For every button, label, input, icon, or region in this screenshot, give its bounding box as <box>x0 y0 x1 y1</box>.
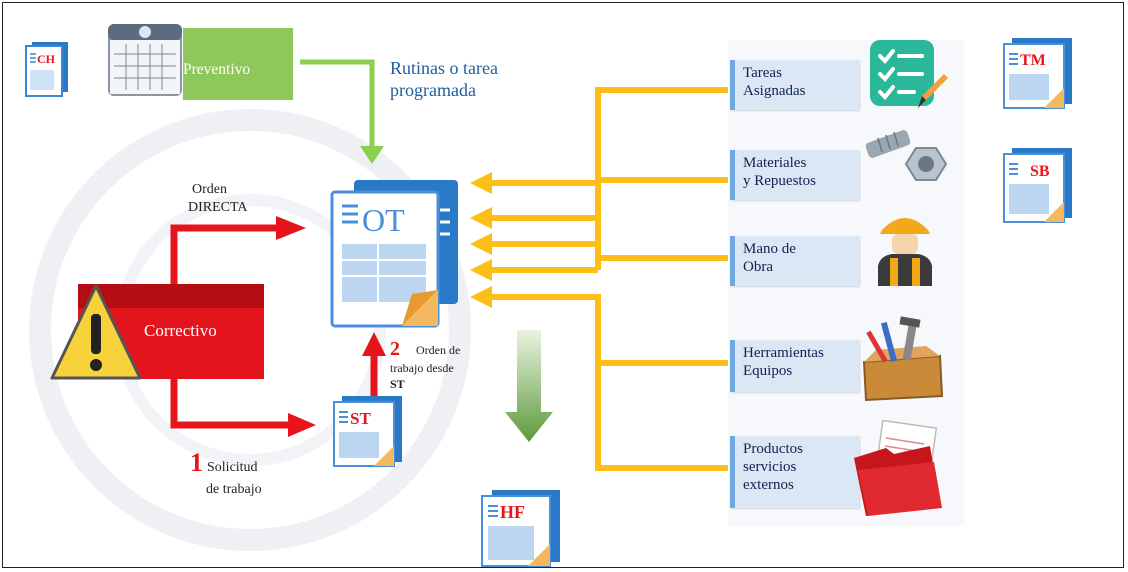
hf-document-icon: HF <box>481 490 560 567</box>
step1-line1: Solicitud <box>207 460 258 475</box>
rutinas-label: Rutinas o tarea programada <box>390 57 498 101</box>
orden-directa-line1: Orden <box>192 182 227 197</box>
ot-document-icon: OT <box>330 180 458 328</box>
ot-to-hf-arrow <box>505 330 553 442</box>
solicitud-arrow <box>170 366 290 429</box>
tm-document-icon: TM <box>1003 38 1072 109</box>
step2-number: 2 <box>390 338 400 360</box>
st-document-icon: ST <box>333 396 402 467</box>
step2-line3: ST <box>390 377 405 391</box>
ch-doc-label: CH <box>37 52 56 66</box>
st-doc-label: ST <box>350 409 371 428</box>
orden-directa-arrow <box>170 224 278 290</box>
ot-doc-label: OT <box>362 202 405 238</box>
resource-arrows <box>490 87 728 471</box>
step1-label: 1 Solicitud <box>190 448 258 478</box>
worker-icon <box>878 218 932 286</box>
ch-document-icon: CH <box>25 42 68 97</box>
checklist-icon <box>870 40 948 108</box>
preventivo-arrow <box>300 59 375 148</box>
step2-text: Orden de <box>416 342 480 359</box>
resource-arrowheads <box>470 172 492 308</box>
tm-doc-label: TM <box>1020 52 1046 69</box>
folder-icon <box>854 419 942 516</box>
step1-number: 1 <box>190 448 203 477</box>
correctivo-label: Correctivo <box>144 321 217 340</box>
preventivo-box: Preventivo <box>183 28 293 100</box>
orden-directa-line2: DIRECTA <box>188 200 248 215</box>
hf-doc-label: HF <box>500 502 525 522</box>
sb-document-icon: SB <box>1003 148 1072 223</box>
step1-line2: de trabajo <box>206 482 262 497</box>
step2-line1: Orden de <box>416 343 461 357</box>
calendar-icon <box>108 24 182 96</box>
step2-line2: trabajo desde <box>390 361 454 375</box>
rutinas-line2: programada <box>390 80 476 100</box>
bolt-nut-icon <box>865 130 948 181</box>
step2-text-rest: trabajo desde ST <box>390 360 454 392</box>
orden-directa-label: Orden DIRECTA <box>188 181 248 217</box>
step2-label: 2 <box>390 338 400 361</box>
rutinas-line1: Rutinas o tarea <box>390 58 498 78</box>
toolbox-icon <box>862 316 944 402</box>
sb-doc-label: SB <box>1030 163 1050 180</box>
preventivo-label: Preventivo <box>183 61 251 78</box>
preventivo-arrowhead <box>360 146 384 164</box>
warning-icon <box>50 284 142 380</box>
